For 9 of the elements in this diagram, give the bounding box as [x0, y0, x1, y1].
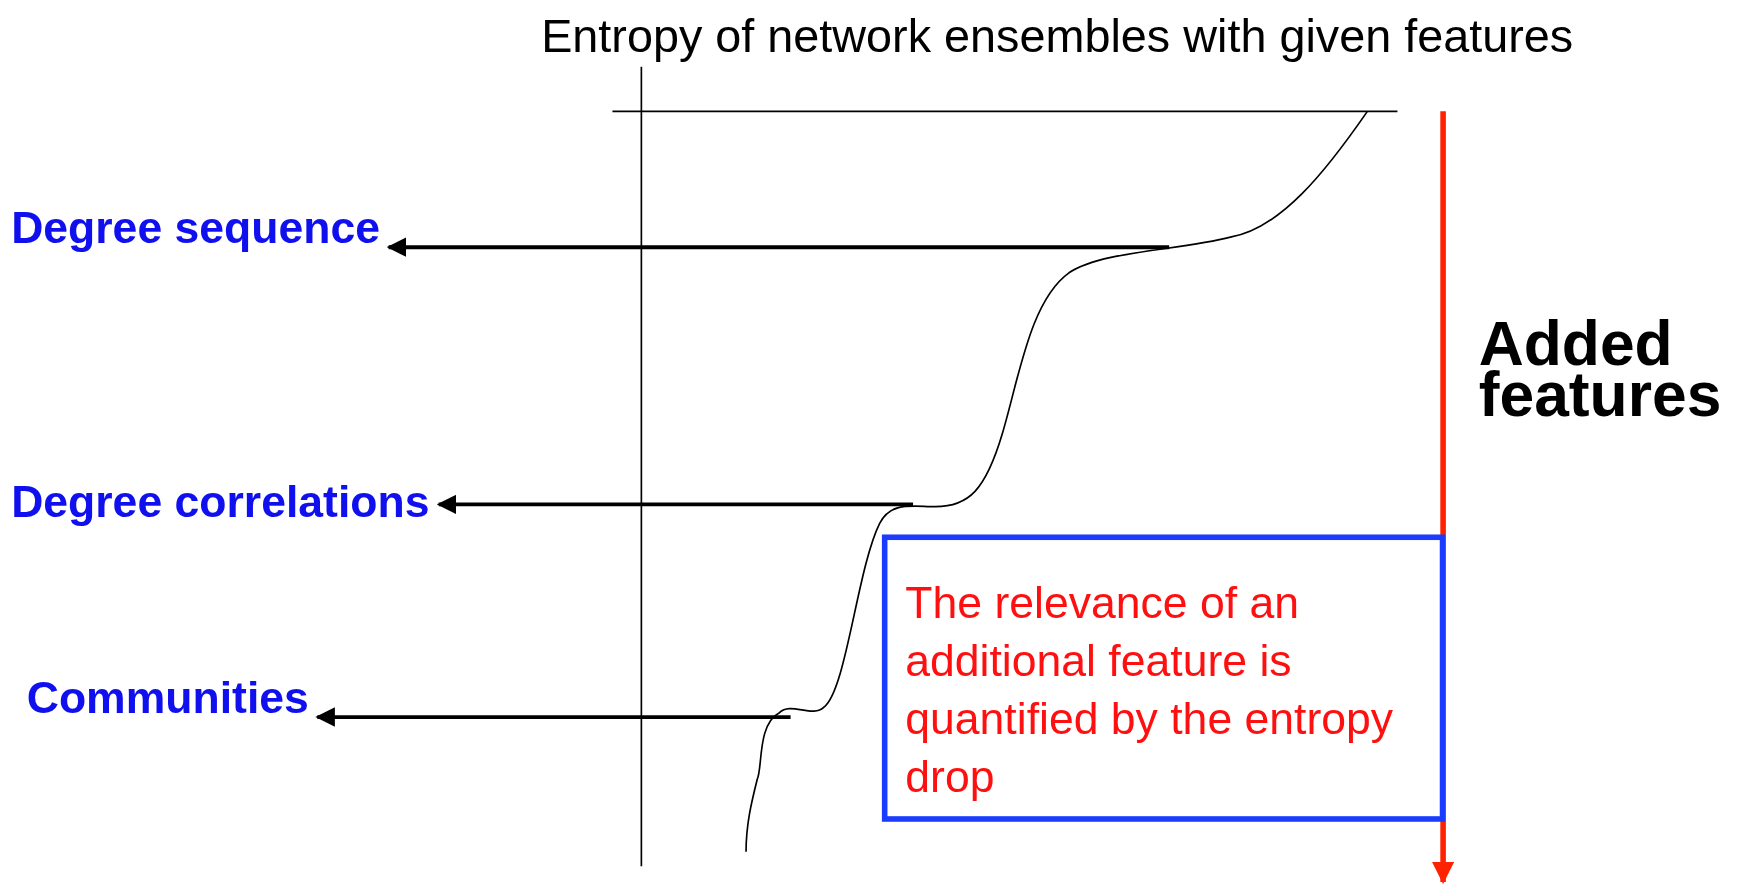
axis-label: Added features — [1478, 318, 1723, 421]
arrow — [436, 494, 914, 515]
feature-label: Degree correlations — [11, 478, 430, 524]
chart-title: Entropy of network ensembles with given features — [541, 13, 1574, 61]
feature-label: Degree sequence — [11, 204, 380, 250]
arrow — [386, 237, 1170, 257]
note-box: The relevance of an additional feature is quantified by the entropy drop — [881, 534, 1446, 822]
feature-label: Communities — [26, 674, 309, 720]
arrow — [315, 707, 791, 727]
